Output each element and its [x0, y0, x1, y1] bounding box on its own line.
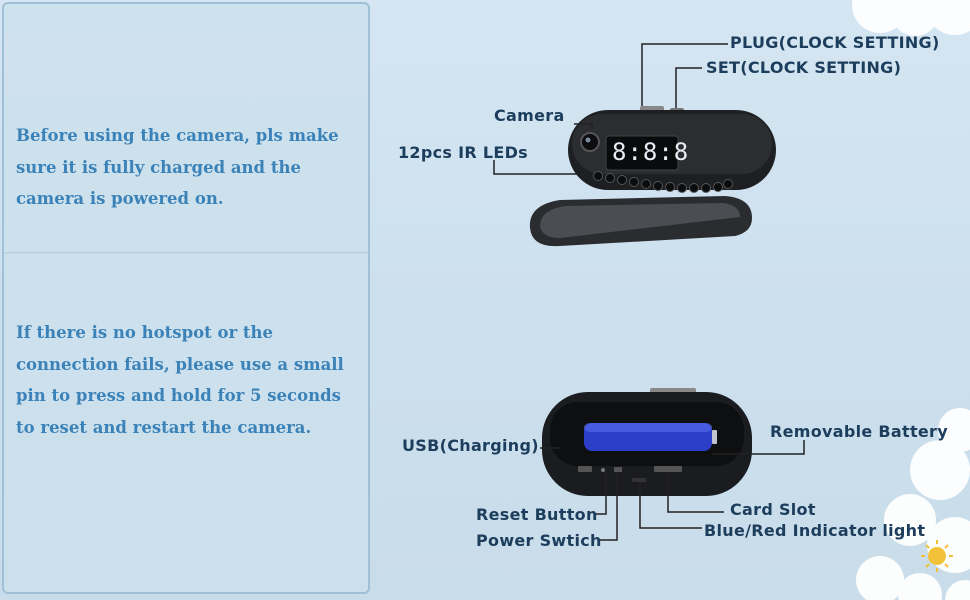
- ir-leds-label: 12pcs IR LEDs: [398, 143, 528, 162]
- power-switch-label: Power Swtich: [476, 531, 602, 550]
- removable-battery-label: Removable Battery: [770, 422, 948, 441]
- clock-camera-device: [493, 43, 776, 247]
- battery-compartment-device: [540, 388, 805, 541]
- sun-icon: [921, 540, 953, 572]
- camera-label: Camera: [494, 106, 565, 125]
- reset-button-label: Reset Button: [476, 505, 598, 524]
- info-panel-top: Before using the camera, pls make sure i…: [2, 2, 370, 254]
- ir-led-row-icon: [593, 171, 733, 193]
- info-panel-bottom: If there is no hotspot or the connection…: [2, 252, 370, 594]
- indicator-light-label: Blue/Red Indicator light: [704, 521, 926, 540]
- clock-display: 8:8:8: [612, 138, 690, 166]
- usb-charging-label: USB(Charging): [402, 436, 539, 455]
- reset-instruction-text: If there is no hotspot or the connection…: [16, 323, 344, 437]
- card-slot-icon: [654, 466, 682, 472]
- usb-port-icon: [578, 466, 592, 472]
- card-slot-label: Card Slot: [730, 500, 816, 519]
- charging-instruction-text: Before using the camera, pls make sure i…: [16, 126, 339, 208]
- flower-cloud-top-icon: [852, 0, 970, 36]
- flower-cloud-bottom-icon: [856, 408, 970, 600]
- plug-clock-setting-label: PLUG(CLOCK SETTING): [730, 33, 940, 52]
- camera-lens-icon: [580, 132, 600, 152]
- set-clock-setting-label: SET(CLOCK SETTING): [706, 58, 902, 77]
